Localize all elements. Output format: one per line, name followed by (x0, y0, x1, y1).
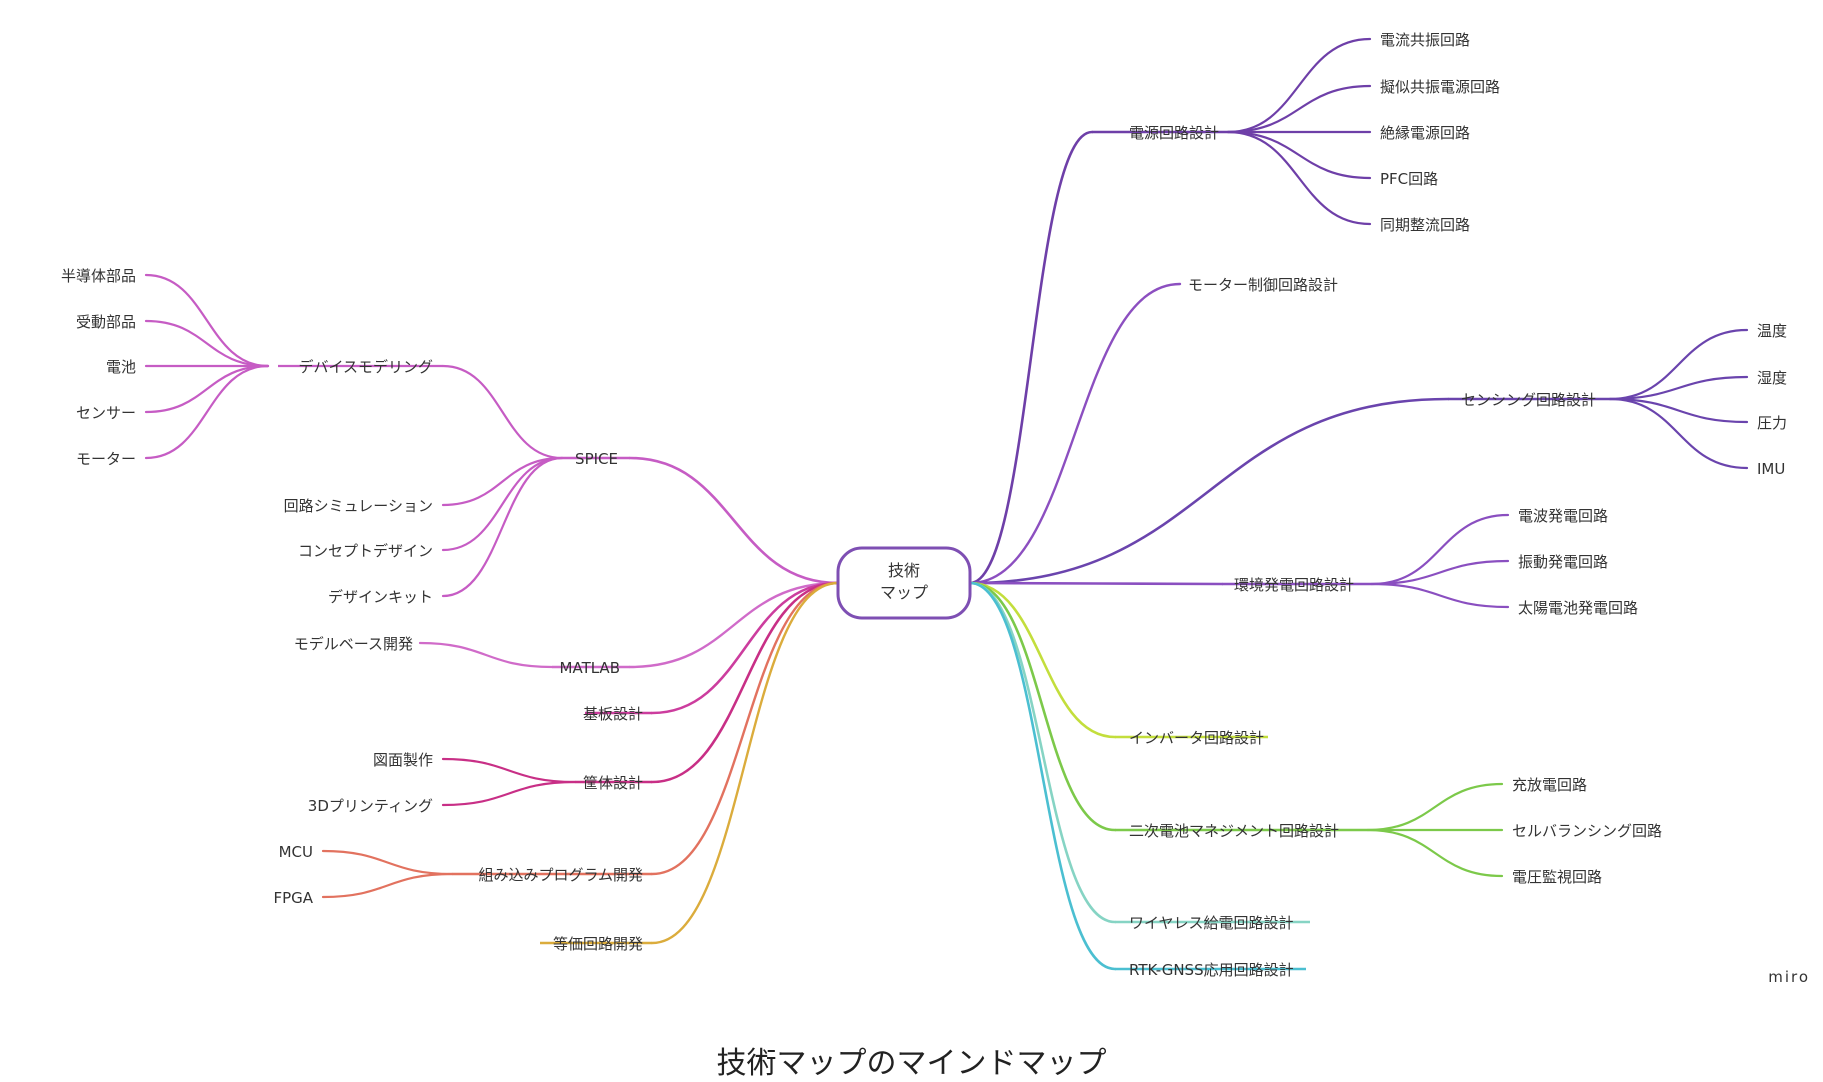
edge-bms-child-0 (1366, 782, 1504, 832)
edge-root-harvest (968, 581, 1224, 586)
node-motor[interactable]: モーター (76, 450, 136, 468)
node-equivalent[interactable]: 等価回路開発 (553, 935, 643, 953)
figure-caption: 技術マップのマインドマップ (716, 1046, 1107, 1081)
node-passive[interactable]: 受動部品 (76, 313, 136, 331)
edge-root-spice (628, 456, 840, 585)
node-balancing[interactable]: セルバランシング回路 (1512, 822, 1662, 840)
edge-sensing-child-3 (1608, 397, 1749, 470)
edge-spice-devmodel (441, 364, 564, 460)
node-voltage-monitor[interactable]: 電圧監視回路 (1512, 868, 1602, 886)
node-concept-design[interactable]: コンセプトデザイン (298, 542, 433, 560)
edge-embedded-fpga (321, 872, 454, 899)
node-temperature[interactable]: 温度 (1757, 322, 1787, 340)
node-solar-harvest[interactable]: 太陽電池発電回路 (1518, 599, 1638, 617)
root-label-line2: マップ (880, 583, 928, 602)
node-circuit-simulation[interactable]: 回路シミュレーション (284, 497, 433, 515)
edge-spice-child-2 (441, 456, 564, 598)
edge-devmodel-child-3 (144, 364, 270, 414)
edge-root-wireless (968, 581, 1117, 924)
edge-root-power (968, 130, 1094, 585)
node-quasi-resonance[interactable]: 擬似共振電源回路 (1380, 78, 1500, 96)
left-branch: 半導体部品 受動部品 電池 センサー モーター デバイスモデリング SPICE … (61, 267, 643, 953)
edge-sensing-child-1 (1608, 375, 1749, 401)
node-sensor[interactable]: センサー (76, 404, 136, 422)
node-battery[interactable]: 電池 (106, 358, 136, 376)
right-branch: 電源回路設計 電流共振回路 擬似共振電源回路 絶縁電源回路 PFC回路 同期整流… (1129, 31, 1787, 979)
node-sensing[interactable]: センシング回路設計 (1461, 391, 1596, 409)
miro-watermark: miro (1768, 968, 1810, 986)
edge-root-motorctrl (968, 282, 1182, 585)
edge-root-rtk (968, 581, 1117, 971)
node-semiconductor[interactable]: 半導体部品 (61, 267, 136, 285)
edge-sensing-child-0 (1608, 328, 1749, 401)
edge-harvest-child-2 (1370, 582, 1510, 609)
edge-power-child-0 (1226, 37, 1372, 134)
node-fpga[interactable]: FPGA (273, 889, 313, 907)
edge-root-matlab (628, 581, 840, 669)
edge-devmodel-child-1 (144, 319, 270, 368)
node-inverter[interactable]: インバータ回路設計 (1129, 729, 1264, 747)
connector-lines (144, 37, 1749, 971)
edge-matlab-modelbased (418, 641, 554, 669)
node-matlab[interactable]: MATLAB (560, 659, 620, 677)
edge-power-child-1 (1226, 84, 1372, 134)
node-spice[interactable]: SPICE (575, 450, 618, 468)
node-harvest[interactable]: 環境発電回路設計 (1234, 576, 1354, 594)
node-isolated-power[interactable]: 絶縁電源回路 (1380, 124, 1470, 142)
node-pcb[interactable]: 基板設計 (583, 705, 643, 723)
edge-devmodel-child-4 (144, 364, 270, 460)
edge-root-pcb (650, 581, 840, 715)
edge-sensing-child-2 (1608, 397, 1749, 424)
root-label-line1: 技術 (888, 561, 920, 580)
node-motor-control[interactable]: モーター制御回路設計 (1188, 276, 1338, 294)
edge-power-child-4 (1226, 130, 1372, 226)
edge-root-sensing (968, 397, 1450, 585)
node-enclosure[interactable]: 筐体設計 (583, 774, 643, 792)
node-humidity[interactable]: 湿度 (1757, 369, 1787, 387)
edge-embedded-mcu (321, 849, 454, 876)
node-charge[interactable]: 充放電回路 (1512, 776, 1587, 794)
edge-harvest-child-1 (1370, 559, 1510, 586)
edge-spice-child-1 (441, 456, 564, 552)
edge-harvest-child-0 (1370, 513, 1510, 586)
edge-root-bms (968, 581, 1117, 832)
node-sync-rect[interactable]: 同期整流回路 (1380, 216, 1470, 234)
edge-root-enclosure (650, 581, 840, 784)
root-node-frame (836, 546, 972, 620)
node-bms[interactable]: 二次電池マネジメント回路設計 (1129, 822, 1339, 840)
node-pfc[interactable]: PFC回路 (1380, 170, 1438, 188)
edge-power-child-3 (1226, 130, 1372, 180)
edge-root-equivalent (650, 581, 840, 945)
edge-bms-child-2 (1366, 828, 1504, 878)
edge-root-inverter (968, 581, 1117, 739)
node-current-resonance[interactable]: 電流共振回路 (1380, 31, 1470, 49)
edge-enclosure-3dprint (441, 780, 577, 807)
node-imu[interactable]: IMU (1757, 460, 1785, 478)
node-vibration-harvest[interactable]: 振動発電回路 (1518, 553, 1608, 571)
node-mcu[interactable]: MCU (279, 843, 313, 861)
edge-enclosure-drawing (441, 757, 577, 784)
root-node[interactable]: 技術 マップ (836, 546, 972, 620)
node-device-modeling[interactable]: デバイスモデリング (298, 358, 433, 376)
node-pressure[interactable]: 圧力 (1757, 414, 1787, 432)
edge-root-embedded (650, 581, 840, 876)
node-drawing[interactable]: 図面製作 (373, 751, 433, 769)
node-embedded[interactable]: 組み込みプログラム開発 (478, 866, 643, 884)
node-wireless[interactable]: ワイヤレス給電回路設計 (1129, 914, 1294, 932)
node-design-kit[interactable]: デザインキット (328, 588, 433, 606)
edge-devmodel-child-0 (144, 273, 270, 368)
node-3d-printing[interactable]: 3Dプリンティング (308, 797, 433, 815)
node-rtk[interactable]: RTK-GNSS応用回路設計 (1129, 961, 1294, 979)
edge-spice-child-0 (441, 456, 564, 507)
node-rf-harvest[interactable]: 電波発電回路 (1518, 507, 1608, 525)
node-model-based[interactable]: モデルベース開発 (294, 635, 413, 653)
node-power-circuit[interactable]: 電源回路設計 (1129, 124, 1219, 142)
